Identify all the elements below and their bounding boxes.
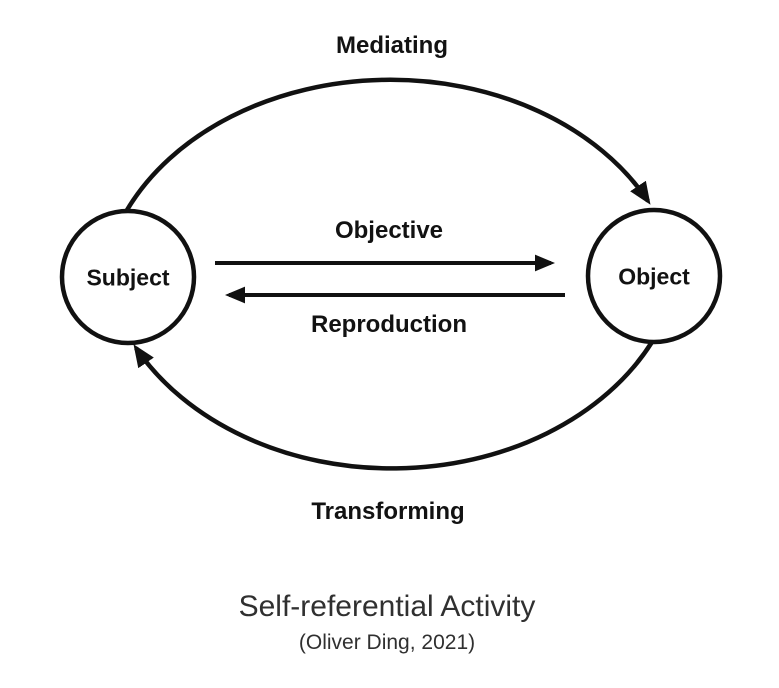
objective-label: Objective	[334, 217, 444, 244]
mediating-label: Mediating	[336, 32, 448, 59]
reproduction-label: Reproduction	[311, 311, 467, 338]
object-circle	[585, 207, 723, 345]
diagram-title: Self-referential Activity	[238, 590, 536, 623]
object-label: Object	[618, 263, 690, 290]
transforming-arc-arrow	[133, 340, 654, 471]
mediating-arc-arrow	[125, 77, 651, 212]
diagram-attribution: (Oliver Ding, 2021)	[298, 631, 476, 654]
transforming-label: Transforming	[311, 498, 465, 525]
subject-circle	[59, 208, 197, 346]
subject-label: Subject	[86, 264, 170, 291]
